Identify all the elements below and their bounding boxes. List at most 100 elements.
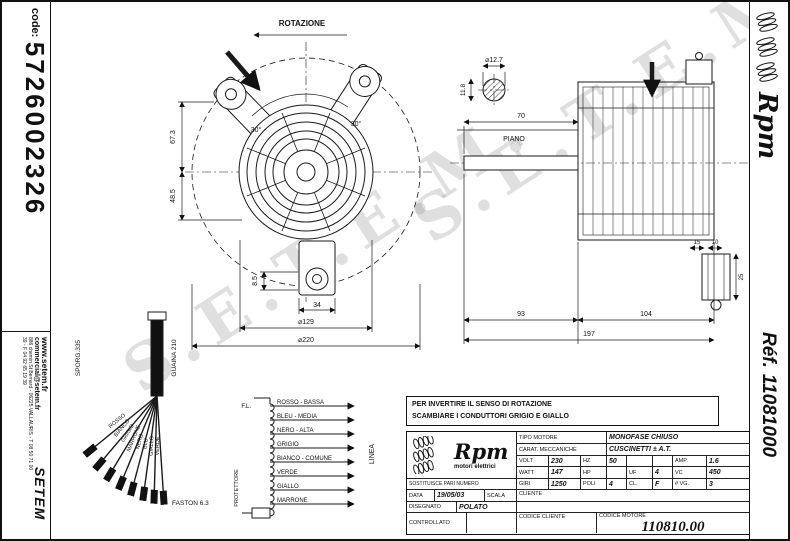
scala-label: SCALA bbox=[485, 490, 517, 501]
codice-cliente-label: CODICE CLIENTE bbox=[517, 513, 597, 533]
plane-label: PIANO bbox=[503, 136, 525, 143]
protrusion-label: SPORG.335 bbox=[75, 340, 82, 377]
wire-label: VERDE bbox=[155, 436, 161, 455]
linea-label: LINEA bbox=[369, 444, 376, 465]
tipo-motore-value: MONOFASE CHIUSO bbox=[609, 434, 679, 441]
vg-label: # VG. bbox=[673, 479, 707, 489]
rotation-label: ROTAZIONE bbox=[279, 19, 326, 28]
amp-label: AMP. bbox=[673, 456, 707, 466]
disegnato-value: POLATO bbox=[457, 502, 517, 512]
top-terminal-box bbox=[685, 59, 713, 85]
volt-value: 230 bbox=[549, 456, 581, 466]
controllato-label: CONTROLLATO bbox=[407, 513, 467, 533]
poli-label: POLI bbox=[581, 479, 607, 489]
side-view bbox=[450, 52, 764, 311]
wire-label: NERO bbox=[135, 433, 145, 451]
uf-label: UF bbox=[627, 467, 653, 478]
sheath-label: GUAINA 210 bbox=[171, 339, 178, 377]
dim-48-5: 48.5 bbox=[170, 189, 177, 203]
dim-12-7: ⌀12.7 bbox=[485, 57, 503, 64]
watt-label: WATT bbox=[517, 467, 549, 478]
amp-value: 1.6 bbox=[709, 457, 719, 465]
hz-label: HZ bbox=[581, 456, 607, 466]
left-margin-strip: code: 5726002326 www.setem.fr commercial… bbox=[2, 2, 51, 539]
wires bbox=[82, 395, 168, 505]
angle-right: 30° bbox=[351, 120, 362, 128]
faston-label: FASTON 6.3 bbox=[172, 500, 209, 507]
hp-label: HP bbox=[581, 467, 607, 478]
terminal-label: MARRONE bbox=[277, 498, 308, 504]
dim-93: 93 bbox=[517, 311, 525, 318]
carat-value: CUSCINETTI ± A.T. bbox=[609, 446, 672, 453]
winding-coil bbox=[269, 403, 275, 517]
wiring-schematic: F.L. ROSSO - BASSA BLEU - MEDIA NERO - A… bbox=[234, 397, 376, 519]
reference-number: Réf. 11081000 bbox=[751, 332, 785, 532]
right-margin-strip bbox=[749, 2, 788, 539]
note-line2: SCAMBIARE I CONDUTTORI GRIGIO E GIALLO bbox=[412, 412, 569, 420]
terminal-label: BIANCO - COMUNE bbox=[277, 456, 332, 462]
side-bracket bbox=[701, 253, 731, 311]
dim-11-8: 11.8 bbox=[460, 84, 467, 97]
rotation-bold-arrow bbox=[225, 50, 261, 92]
code-box: code: 5726002326 bbox=[2, 2, 50, 332]
wire-label: BLU bbox=[142, 438, 149, 449]
fl-label: F.L. bbox=[241, 404, 251, 410]
code-label: code: bbox=[29, 8, 41, 38]
dim-25: 25 bbox=[739, 273, 745, 280]
springs-icon bbox=[756, 12, 778, 82]
cl-label: CL. bbox=[627, 479, 653, 489]
dim-34: 34 bbox=[313, 302, 321, 309]
website-text: www.setem.fr bbox=[40, 337, 50, 392]
springs-icon bbox=[413, 436, 434, 474]
disegnato-label: DISEGNATO bbox=[407, 502, 457, 512]
cliente-label: CLIENTE bbox=[519, 491, 543, 497]
uf-value: 4 bbox=[653, 467, 673, 478]
rotation-note: PER INVERTIRE IL SENSO DI ROTAZIONE SCAM… bbox=[406, 396, 719, 426]
giri-label: GIRI bbox=[517, 479, 549, 489]
front-view-dimensions: ROTAZIONE 67.3 48.5 8.5 34 ⌀129 bbox=[170, 19, 421, 350]
rpm-brand-text: Rpm bbox=[752, 92, 782, 160]
cable-sheath bbox=[150, 319, 164, 397]
dim-67-3: 67.3 bbox=[170, 130, 177, 144]
poli-value: 4 bbox=[607, 479, 627, 489]
front-view bbox=[185, 42, 432, 302]
vc-value: 450 bbox=[709, 469, 721, 476]
brand-logo-text: Rpm bbox=[454, 438, 509, 464]
data-label: DATA bbox=[407, 490, 435, 501]
terminal-label: VERDE bbox=[277, 470, 298, 476]
codice-motore-label: CODICE MOTORE bbox=[599, 513, 646, 519]
setem-logo: SETEM bbox=[32, 467, 48, 521]
angle-left: 30° bbox=[251, 126, 262, 134]
email-text: commercial@setem.fr bbox=[33, 337, 40, 410]
dim-8-5: 8.5 bbox=[252, 276, 259, 286]
vc-label: VC bbox=[673, 467, 707, 478]
brand-sub-text: motori elettrici bbox=[454, 463, 496, 470]
address-text: 886 chemin St Bernard - 06225 VALLAURIS … bbox=[21, 337, 33, 471]
ref-label: Réf. bbox=[758, 332, 779, 368]
fan-housing bbox=[238, 104, 374, 240]
motor-body bbox=[577, 81, 715, 241]
hp-value bbox=[607, 467, 627, 478]
watt-value: 147 bbox=[549, 467, 581, 478]
dim-129: ⌀129 bbox=[298, 319, 314, 326]
ref-value: 11081000 bbox=[758, 373, 779, 458]
sostituisce-label: SOSTITUISCE PARI NUMERO bbox=[407, 479, 517, 489]
terminal-label: ROSSO - BASSA bbox=[277, 400, 324, 406]
hz-value: 50 bbox=[607, 456, 627, 466]
cl-value: F bbox=[653, 479, 673, 489]
contact-info: www.setem.fr commercial@setem.fr 886 che… bbox=[2, 334, 50, 471]
protector-symbol bbox=[251, 507, 271, 519]
wire-label: GIALLO bbox=[149, 435, 156, 456]
dim-104: 104 bbox=[640, 311, 652, 318]
data-value: 19/05/03 bbox=[435, 490, 485, 501]
overall-circle bbox=[191, 57, 421, 287]
codice-motore-value: 110810.00 bbox=[641, 519, 705, 533]
carat-label: CARAT. MECCANICHE bbox=[517, 444, 607, 455]
giri-value: 1250 bbox=[549, 479, 581, 489]
terminal-label: GRIGIO bbox=[277, 442, 299, 448]
title-block: Rpm motori elettrici TIPO MOTORE MONOFAS… bbox=[406, 431, 750, 535]
rpm-logo: Rpm bbox=[749, 10, 785, 200]
shaft bbox=[463, 155, 579, 171]
